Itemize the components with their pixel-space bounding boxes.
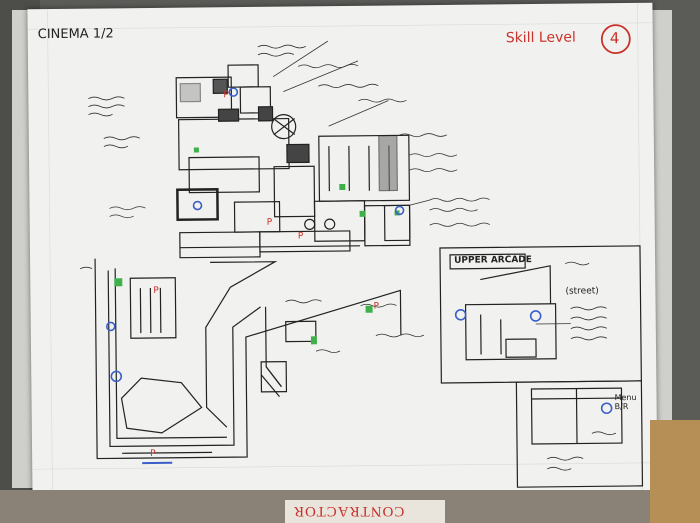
lower-corridor	[94, 258, 402, 465]
street-label: (street)	[565, 286, 599, 297]
faint-grid	[27, 2, 658, 502]
svg-text:P: P	[267, 218, 273, 228]
upper-building-cluster	[175, 64, 411, 259]
menu-box	[515, 380, 644, 488]
svg-text:P: P	[150, 449, 156, 459]
contractor-text: CONTRACTOR	[293, 503, 405, 519]
blue-markers	[105, 87, 613, 415]
handwriting-scribbles	[79, 40, 617, 471]
svg-text:P: P	[153, 286, 159, 296]
skill-level-label: Skill Level	[505, 29, 576, 47]
red-markers: P P P P P P	[150, 90, 380, 459]
upper-arcade-label: UPPER ARCADE	[454, 255, 532, 266]
map-sheet: P P P P P P CINEMA 1/2 Skill Level 4 UPP…	[27, 2, 658, 502]
contractor-sheet: CONTRACTOR	[285, 500, 445, 523]
skill-level-circle	[600, 24, 631, 55]
map-drawing: P P P P P P	[27, 2, 658, 502]
svg-text:P: P	[298, 231, 304, 241]
svg-text:P: P	[223, 90, 229, 100]
svg-text:P: P	[374, 302, 380, 312]
skill-level-value: 4	[609, 29, 620, 48]
cardboard-corner	[650, 420, 700, 523]
sheet-title: CINEMA 1/2	[37, 26, 114, 43]
menu-br-label: Menu B/R	[614, 392, 637, 412]
